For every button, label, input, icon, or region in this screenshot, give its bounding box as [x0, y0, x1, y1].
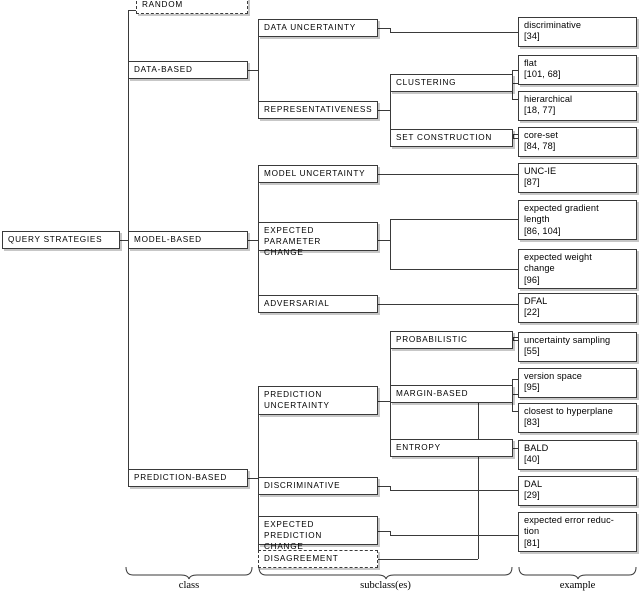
- connector-root-stub: [120, 240, 128, 241]
- connector-discriminative-sub-out: [378, 486, 390, 487]
- connector-to-dal: [390, 490, 518, 491]
- connector-probabilistic-out: [513, 340, 518, 341]
- connector-flat-in: [512, 70, 518, 71]
- connector-epc-spine: [390, 219, 391, 269]
- connector-prediction-based-out: [248, 478, 258, 479]
- node-model-uncertainty[interactable]: MODEL UNCERTAINTY: [258, 165, 378, 183]
- connector-random-stub: [128, 10, 136, 11]
- connector-uncertainty-sampling-in: [513, 337, 518, 338]
- connector-set-construction-out: [513, 138, 518, 139]
- connector-data-based-spine: [258, 28, 259, 110]
- node-example-core-set[interactable]: core-set [84, 78]: [518, 127, 637, 157]
- node-example-version-space[interactable]: version space [95]: [518, 368, 637, 398]
- connector-dal-drop: [390, 486, 391, 490]
- node-example-expected-error-reduction[interactable]: expected error reduc- tion [81]: [518, 512, 637, 552]
- connector-eer-drop: [390, 531, 391, 535]
- connector-epc2-out: [378, 531, 390, 532]
- node-disagreement[interactable]: DISAGREEMENT: [258, 550, 378, 568]
- connector-hierarchical-in: [512, 99, 518, 100]
- node-example-discriminative[interactable]: discriminative [34]: [518, 17, 637, 47]
- node-example-expected-weight-change[interactable]: expected weight change [96]: [518, 249, 637, 289]
- node-query-strategies-root[interactable]: QUERY STRATEGIES: [2, 231, 120, 249]
- connector-representativeness-out: [378, 110, 390, 111]
- legend-label-class: class: [178, 580, 200, 591]
- node-random[interactable]: RANDOM: [136, 0, 248, 14]
- node-discriminative-subclass[interactable]: DISCRIMINATIVE: [258, 477, 378, 495]
- connector-margin-based-out: [513, 394, 519, 395]
- connector-entropy-out: [513, 448, 518, 449]
- connector-data-based-out: [248, 70, 258, 71]
- connector-core-set-drop: [513, 134, 514, 138]
- connector-data-uncertainty-drop: [390, 28, 391, 32]
- node-clustering[interactable]: CLUSTERING: [390, 74, 513, 92]
- connector-closest-hyperplane-in: [512, 411, 518, 412]
- node-representativeness[interactable]: REPRESENTATIVENESS: [258, 101, 378, 119]
- node-example-dfal[interactable]: DFAL [22]: [518, 293, 637, 323]
- brace-example: [518, 566, 637, 580]
- connector-version-space-in: [512, 379, 518, 380]
- legend-label-example: example: [559, 580, 596, 591]
- node-probabilistic[interactable]: PROBABILISTIC: [390, 331, 513, 349]
- node-example-flat[interactable]: flat [101, 68]: [518, 55, 637, 85]
- connector-clustering-out: [513, 83, 519, 84]
- connector-core-set-in: [513, 134, 518, 135]
- connector-disagreement-out: [378, 559, 478, 560]
- node-data-based[interactable]: DATA-BASED: [128, 61, 248, 79]
- brace-subclass: [258, 566, 513, 580]
- legend-label-subclass: subclass(es): [360, 580, 411, 591]
- node-prediction-based[interactable]: PREDICTION-BASED: [128, 469, 248, 487]
- node-example-bald[interactable]: BALD [40]: [518, 440, 637, 470]
- connector-to-discriminative: [390, 32, 518, 33]
- connector-data-uncertainty-out: [378, 28, 390, 29]
- node-example-unc-ie[interactable]: UNC-IE [87]: [518, 163, 637, 193]
- node-set-construction[interactable]: SET CONSTRUCTION: [390, 129, 513, 147]
- brace-class: [125, 566, 253, 580]
- node-example-dal[interactable]: DAL [29]: [518, 476, 637, 506]
- connector-representativeness-spine: [390, 83, 391, 138]
- node-example-hierarchical[interactable]: hierarchical [18, 77]: [518, 91, 637, 121]
- connector-to-dfal: [378, 304, 518, 305]
- connector-to-expected-gradient-length: [390, 219, 518, 220]
- node-example-expected-gradient-length[interactable]: expected gradient length [86, 104]: [518, 200, 637, 240]
- node-expected-prediction-change[interactable]: EXPECTED PREDICTION CHANGE: [258, 516, 378, 551]
- node-entropy[interactable]: ENTROPY: [390, 439, 513, 457]
- node-prediction-uncertainty[interactable]: PREDICTION UNCERTAINTY: [258, 386, 378, 415]
- node-model-based[interactable]: MODEL-BASED: [128, 231, 248, 249]
- connector-to-expected-weight-change: [390, 269, 518, 270]
- connector-epc-out: [378, 240, 390, 241]
- connector-to-expected-error-reduction: [390, 535, 518, 536]
- node-example-uncertainty-sampling[interactable]: uncertainty sampling [55]: [518, 332, 637, 362]
- node-example-closest-to-hyperplane[interactable]: closest to hyperplane [83]: [518, 403, 637, 433]
- connector-prediction-uncertainty-out: [378, 401, 390, 402]
- connector-probabilistic-drop: [513, 337, 514, 340]
- node-expected-parameter-change[interactable]: EXPECTED PARAMETER CHANGE: [258, 222, 378, 257]
- node-adversarial[interactable]: ADVERSARIAL: [258, 295, 378, 313]
- node-data-uncertainty[interactable]: DATA UNCERTAINTY: [258, 19, 378, 37]
- connector-to-unc-ie: [378, 174, 518, 175]
- connector-model-based-out: [248, 240, 258, 241]
- connector-disagreement-riser: [478, 403, 479, 559]
- node-margin-based[interactable]: MARGIN-BASED: [390, 385, 513, 403]
